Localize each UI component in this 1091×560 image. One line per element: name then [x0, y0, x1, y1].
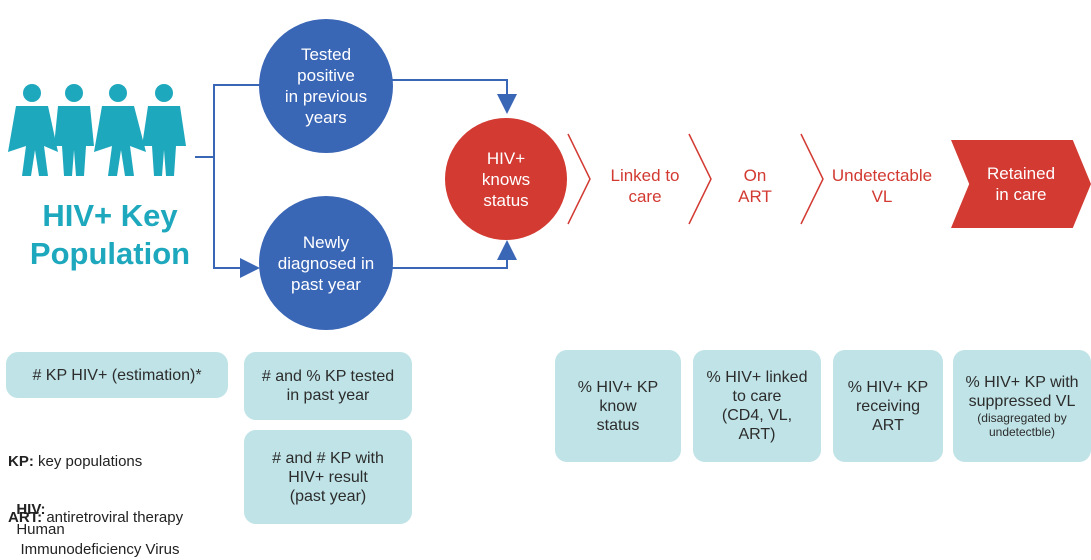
receiving-art-box: % HIV+ KP receiving ART [833, 350, 943, 462]
linked-box: % HIV+ linked to care (CD4, VL, ART) [693, 350, 821, 462]
people-icon [8, 84, 186, 176]
stage-on-art: On ART [738, 166, 772, 206]
result-box: # and # KP with HIV+ result (past year) [244, 430, 412, 524]
newly-diagnosed-label: Newly diagnosed in past year [277, 232, 375, 294]
stage-linked-to-care: Linked to care [610, 166, 680, 206]
legend-art-abbr: ART: [8, 509, 43, 526]
connector-to-newly [213, 157, 260, 278]
suppressed-sublabel: (disagregated by undetectble) [977, 411, 1067, 439]
suppressed-box: % HIV+ KP with suppressed VL (disagregat… [953, 350, 1091, 462]
know-status-box: % HIV+ KP know status [555, 350, 681, 462]
connector-to-tested [213, 84, 262, 157]
newly-diagnosed-circle: Newly diagnosed in past year [259, 196, 393, 330]
legend-hiv-abbr: HIV: [16, 501, 46, 518]
population-title: HIV+ Key Population [29, 198, 191, 271]
tested-positive-circle: Tested positive in previous years [259, 19, 393, 153]
legend-art: ART: antiretroviral therapy [8, 508, 183, 528]
chevron-2 [688, 133, 712, 225]
connector-newly-to-status [392, 240, 517, 269]
legend-kp-abbr: KP: [8, 453, 34, 470]
connector-tested-to-status [390, 79, 517, 114]
knows-status-label: HIV+ knows status [481, 148, 531, 210]
flow-connectors [195, 79, 824, 278]
legend-art-text: antiretroviral therapy [46, 509, 184, 526]
legend-kp-text: key populations [38, 453, 143, 470]
suppressed-label: % HIV+ KP with suppressed VL [965, 374, 1079, 410]
legend-kp: KP: key populations [8, 452, 142, 472]
stage-retained-in-care: Retained in care [951, 140, 1091, 228]
tested-positive-label: Tested positive in previous years [284, 45, 368, 127]
chevron-1 [567, 133, 591, 225]
tested-box: # and % KP tested in past year [244, 352, 412, 420]
knows-status-circle: HIV+ knows status [445, 118, 567, 240]
stage-undetectable-vl: Undetectable VL [831, 166, 933, 206]
estimate-box: # KP HIV+ (estimation)* [6, 352, 228, 398]
chevron-3 [800, 133, 824, 225]
